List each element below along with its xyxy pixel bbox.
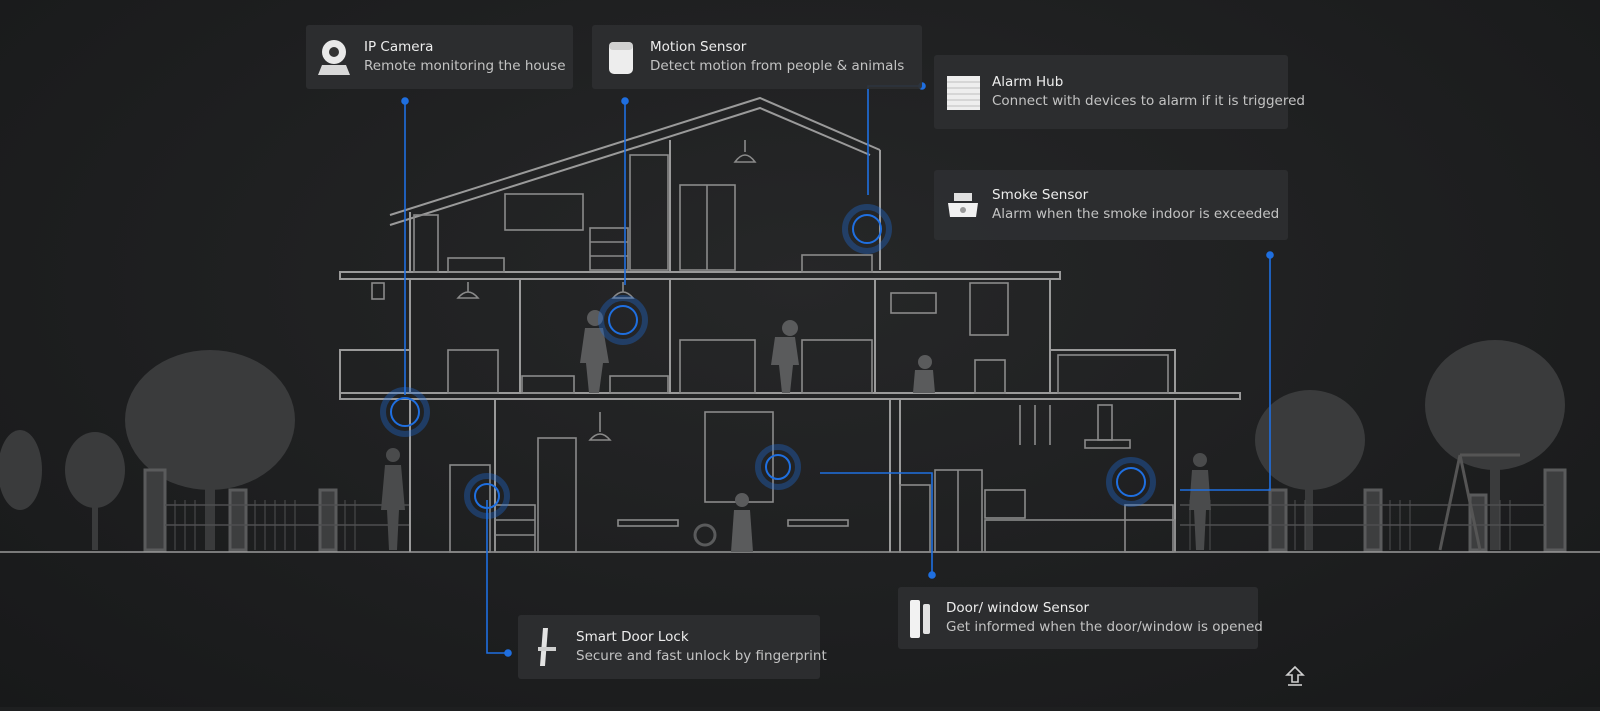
device-card-smart-door-lock: Smart Door Lock Secure and fast unlock b…	[518, 615, 827, 679]
device-description: Remote monitoring the house	[364, 58, 566, 74]
motion-sensor-icon	[602, 35, 638, 79]
device-markers	[380, 204, 1156, 519]
arrow-up-icon	[1285, 665, 1305, 686]
device-card-door-window-sensor: Door/ window Sensor Get informed when th…	[898, 587, 1263, 649]
door-lock-icon	[528, 625, 564, 669]
scroll-to-top-button[interactable]	[1284, 664, 1306, 688]
device-title: Alarm Hub	[992, 74, 1064, 90]
device-description: Alarm when the smoke indoor is exceeded	[992, 206, 1280, 222]
alarm-hub-icon	[944, 70, 981, 114]
device-description: Detect motion from people & animals	[650, 58, 905, 74]
door-sensor-icon	[908, 596, 934, 640]
device-card-ip-camera: IP Camera Remote monitoring the house	[306, 25, 573, 89]
camera-icon	[316, 35, 352, 79]
swing-set	[1438, 453, 1520, 551]
device-title: IP Camera	[364, 39, 434, 55]
device-title: Smart Door Lock	[576, 629, 689, 645]
device-description: Connect with devices to alarm if it is t…	[992, 93, 1305, 109]
smoke-sensor-icon	[944, 183, 980, 227]
device-description: Get informed when the door/window is ope…	[946, 619, 1263, 635]
device-description: Secure and fast unlock by fingerprint	[576, 648, 827, 664]
fence	[143, 468, 1567, 552]
device-title: Door/ window Sensor	[946, 600, 1090, 616]
background-trees	[0, 340, 1565, 550]
device-card-alarm-hub: Alarm Hub Connect with devices to alarm …	[934, 55, 1305, 129]
device-title: Smoke Sensor	[992, 187, 1089, 203]
device-title: Motion Sensor	[650, 39, 747, 55]
device-card-motion-sensor: Motion Sensor Detect motion from people …	[592, 25, 922, 89]
device-card-smoke-sensor: Smoke Sensor Alarm when the smoke indoor…	[934, 170, 1288, 240]
